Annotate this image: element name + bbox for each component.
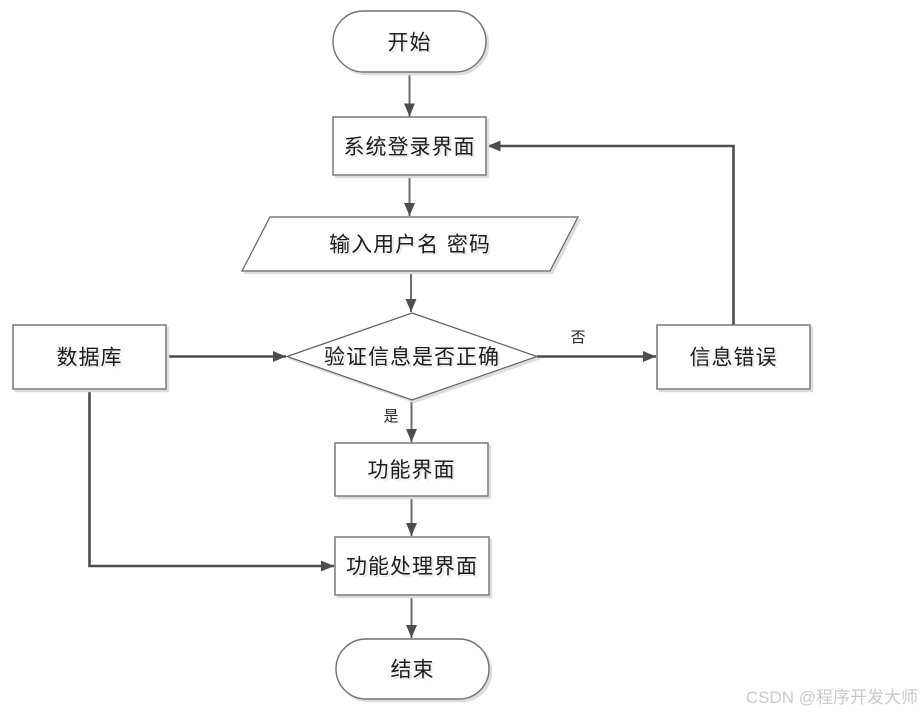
node-function-ui: 功能界面	[334, 442, 489, 497]
error-label: 信息错误	[690, 346, 778, 370]
database-label: 数据库	[57, 346, 123, 370]
edge-error-to-login	[487, 140, 735, 325]
end-label: 结束	[391, 658, 435, 682]
decision-diamond-shape	[285, 312, 539, 401]
login-label: 系统登录界面	[344, 135, 476, 159]
edge-database-to-functionprocess	[88, 389, 334, 572]
function-ui-label: 功能界面	[368, 458, 456, 482]
node-error: 信息错误	[656, 324, 811, 390]
error-process-shape	[656, 324, 811, 390]
end-terminator-shape	[335, 638, 490, 700]
node-decision: 验证信息是否正确	[285, 312, 539, 401]
input-parallelogram-shape	[241, 216, 579, 272]
node-database: 数据库	[12, 324, 167, 390]
csdn-watermark: CSDN @程序开发大师	[746, 688, 918, 707]
node-start: 开始	[332, 10, 487, 73]
node-input: 输入用户名 密码	[241, 216, 579, 272]
start-label: 开始	[388, 31, 432, 55]
node-login: 系统登录界面	[332, 116, 487, 176]
login-process-shape	[332, 116, 487, 176]
function-process-shape	[334, 536, 490, 596]
decision-label: 验证信息是否正确	[324, 345, 500, 369]
node-function-process: 功能处理界面	[334, 536, 490, 596]
function-ui-process-shape	[334, 442, 489, 497]
input-label: 输入用户名 密码	[329, 233, 491, 257]
node-end: 结束	[335, 638, 490, 700]
database-process-shape	[12, 324, 167, 390]
start-terminator-shape	[332, 10, 487, 73]
edge-label-no: 否	[570, 328, 585, 346]
function-process-label: 功能处理界面	[346, 555, 478, 579]
edge-label-yes: 是	[383, 407, 398, 425]
